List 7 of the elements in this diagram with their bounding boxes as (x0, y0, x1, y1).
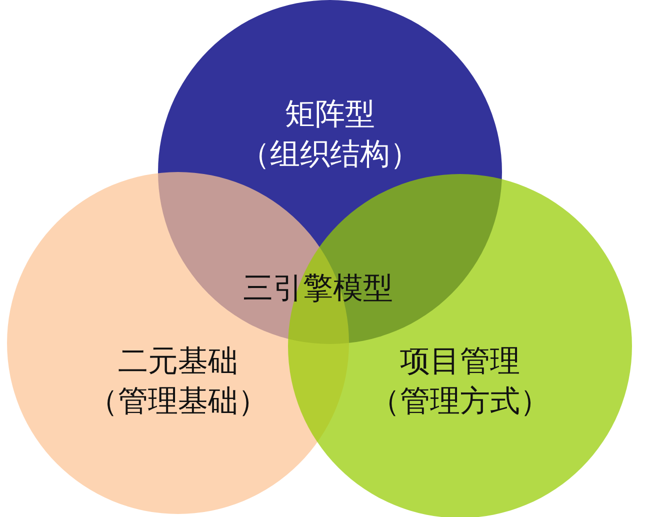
circle-title: 项目管理 (400, 343, 520, 381)
circle-title: 二元基础 (118, 343, 238, 381)
circle-subtitle: （组织结构） (240, 136, 420, 174)
circle-subtitle: （管理方式） (370, 383, 550, 421)
center-label: 三引擎模型 (243, 270, 393, 308)
circle-subtitle: （管理基础） (88, 383, 268, 421)
circle-title: 矩阵型 (285, 96, 375, 134)
